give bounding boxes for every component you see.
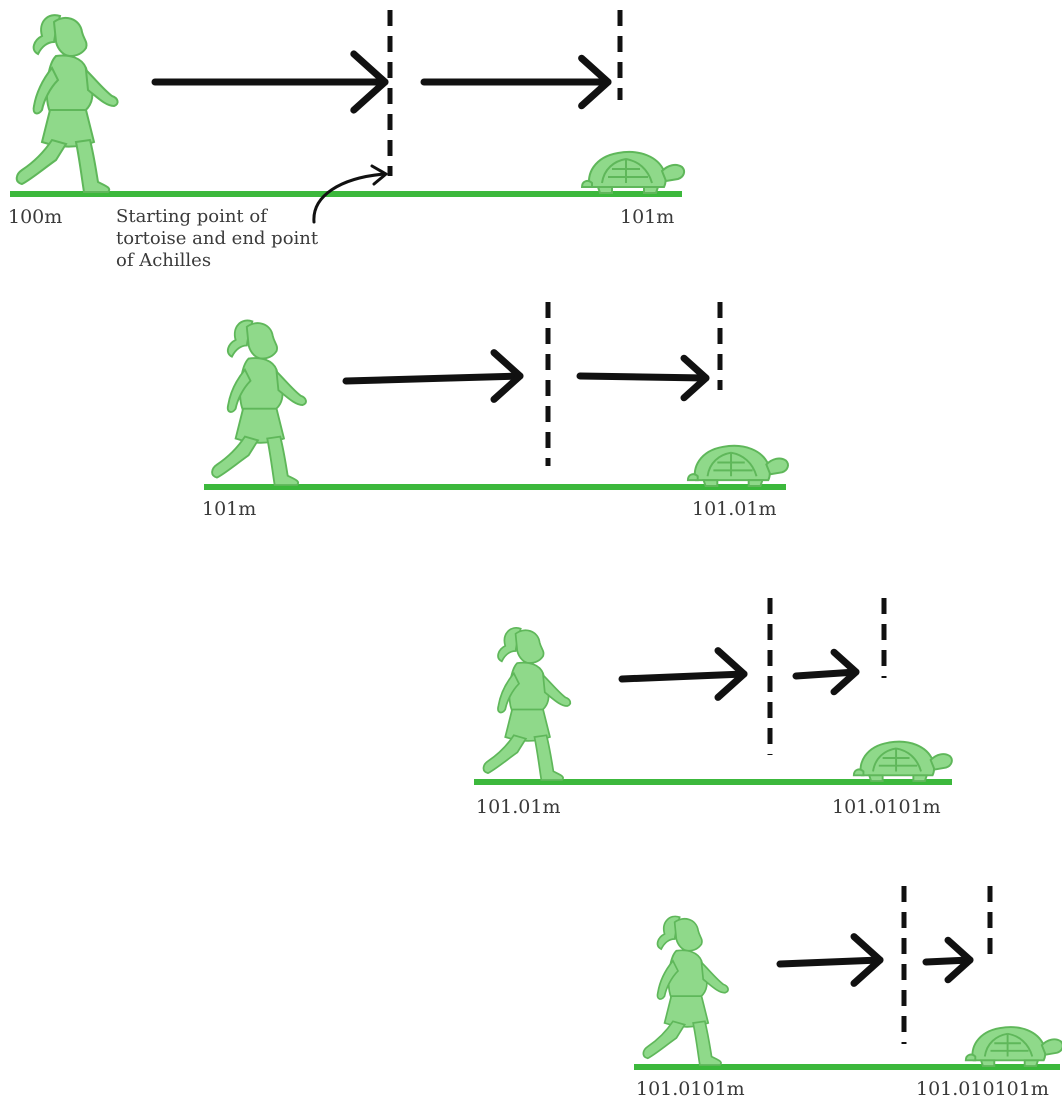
stage-3-start-label: 101.01m	[476, 796, 561, 818]
achilles-runner-icon	[642, 915, 729, 1066]
arrow-right-icon	[342, 349, 524, 403]
arrow-right-icon	[618, 647, 748, 701]
achilles-runner-icon	[15, 14, 119, 194]
stage-2-end-label: 101.01m	[692, 498, 777, 520]
arrow-right-icon	[922, 936, 974, 984]
stage-4-start-label: 101.0101m	[636, 1078, 745, 1100]
tortoise-icon	[686, 444, 789, 487]
stage-2-start-label: 101m	[202, 498, 257, 520]
arrow-right-icon	[776, 933, 884, 987]
race-stage-2	[204, 302, 789, 490]
stage-1-end-label: 101m	[620, 206, 675, 228]
tortoise-icon	[581, 150, 686, 194]
stage-1-start-label: 100m	[8, 206, 63, 228]
race-stage-4	[634, 886, 1062, 1070]
annotation-arrow-icon	[312, 164, 388, 224]
annotation-line-2: tortoise and end point	[116, 228, 319, 249]
annotation-line-1: Starting point of	[116, 206, 267, 227]
arrow-right-icon	[576, 354, 710, 402]
annotation-line-3: of Achilles	[116, 250, 212, 271]
race-stage-3	[474, 598, 953, 785]
tortoise-icon	[964, 1026, 1062, 1067]
achilles-runner-icon	[211, 319, 307, 486]
achilles-runner-icon	[482, 627, 572, 781]
arrow-right-icon	[792, 648, 860, 696]
arrow-right-icon	[420, 54, 612, 110]
stage-4-end-label: 101.010101m	[916, 1078, 1049, 1100]
stage-3-end-label: 101.0101m	[832, 796, 941, 818]
tortoise-icon	[852, 740, 953, 782]
arrow-right-icon	[151, 50, 389, 114]
race-stage-1	[10, 10, 686, 197]
